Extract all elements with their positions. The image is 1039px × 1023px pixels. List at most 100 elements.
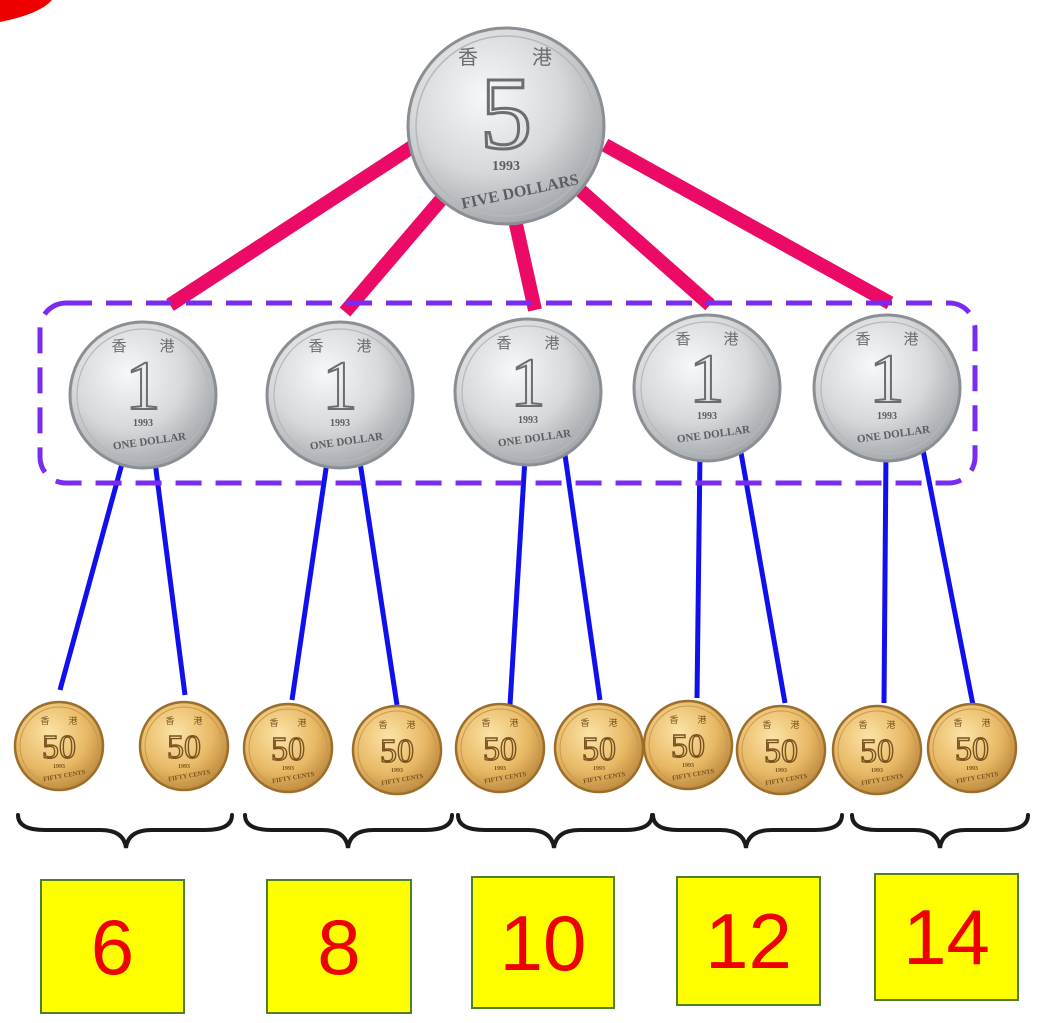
pink-line-5	[601, 138, 894, 310]
fifty-coin-char: 香	[481, 718, 490, 728]
one-coin-char: 港	[903, 331, 918, 348]
fifty-cent-coin: 香港501993FIFTY CENTS	[553, 702, 645, 794]
one-dollar-coin: 香港11993ONE DOLLAR	[632, 313, 782, 463]
fifty-coin-year: 1993	[593, 766, 605, 772]
fifty-coin-char: 香	[953, 718, 962, 728]
fifty-coin-char: 港	[886, 719, 895, 730]
fifty-cent-coin: 香港501993FIFTY CENTS	[831, 704, 923, 796]
fifty-coin-char: 港	[68, 715, 77, 726]
fifty-coin-char: 港	[509, 717, 518, 728]
fifty-coin-char: 香	[580, 718, 589, 728]
one-coin-numeral: 1	[126, 348, 161, 425]
one-coin-char: 港	[544, 335, 559, 352]
fifty-coin-numeral: 50	[271, 731, 305, 768]
count-box-5: 14	[874, 873, 1019, 1001]
fifty-coin-year: 1993	[178, 764, 190, 770]
fifty-coin-numeral: 50	[380, 733, 414, 770]
blue-line-7	[694, 451, 703, 699]
one-coin-char: 香	[855, 331, 870, 348]
one-coin-year: 1993	[518, 415, 538, 426]
one-coin-char: 港	[723, 331, 738, 348]
five-dollar-coin: 香 港 5 1993 FIVE DOLLARS	[406, 26, 606, 226]
blue-line-10	[919, 444, 976, 706]
count-box-1: 6	[40, 879, 185, 1014]
one-coin-char: 香	[111, 338, 126, 355]
one-coin-numeral: 1	[690, 341, 725, 418]
one-coin-year: 1993	[697, 411, 717, 422]
one-dollar-coin: 香港11993ONE DOLLAR	[453, 317, 603, 467]
brace-2	[243, 813, 454, 849]
one-coin-numeral: 1	[323, 348, 358, 425]
one-coin-year: 1993	[133, 418, 153, 429]
fifty-cent-coin: 香港501993FIFTY CENTS	[242, 702, 334, 794]
one-dollar-group-box	[37, 300, 978, 486]
one-coin-year: 1993	[330, 418, 350, 429]
one-dollar-coins: 香港11993ONE DOLLAR香港11993ONE DOLLAR香港1199…	[68, 313, 962, 470]
pink-line-1	[166, 139, 419, 311]
fifty-cent-coin: 香港501993FIFTY CENTS	[454, 702, 546, 794]
corner-accent-shape	[0, 0, 52, 22]
blue-line-3	[289, 461, 330, 701]
blue-line-9	[881, 449, 889, 704]
fifty-cent-coin: 香港501993FIFTY CENTS	[138, 700, 230, 792]
brace-1	[16, 813, 234, 849]
count-box-2: 8	[266, 879, 412, 1014]
one-dollar-coin: 香港11993ONE DOLLAR	[265, 320, 415, 470]
brace-5	[850, 813, 1030, 849]
one-dollar-coin: 香港11993ONE DOLLAR	[812, 313, 962, 463]
blue-connectors	[57, 444, 976, 706]
one-coin-char: 香	[496, 335, 511, 352]
five-coin-numeral: 5	[480, 56, 532, 171]
fifty-coin-char: 香	[858, 720, 867, 730]
fifty-coin-numeral: 50	[671, 728, 705, 765]
one-coin-char: 港	[159, 338, 174, 355]
fifty-coin-year: 1993	[966, 766, 978, 772]
pink-line-3	[508, 218, 542, 312]
fifty-cent-coins: 香港501993FIFTY CENTS香港501993FIFTY CENTS香港…	[13, 699, 1018, 796]
fifty-coin-char: 香	[378, 720, 387, 730]
fifty-coin-char: 港	[697, 714, 706, 725]
fifty-coin-char: 香	[762, 720, 771, 730]
one-coin-char: 香	[308, 338, 323, 355]
fifty-cent-coin: 香港501993FIFTY CENTS	[351, 704, 443, 796]
one-coin-year: 1993	[877, 411, 897, 422]
fifty-coin-year: 1993	[775, 768, 787, 774]
fifty-coin-numeral: 50	[764, 733, 798, 770]
fifty-coin-numeral: 50	[483, 731, 517, 768]
fifty-cent-coin: 香港501993FIFTY CENTS	[735, 704, 827, 796]
blue-line-2	[152, 461, 188, 696]
pair-braces	[16, 813, 1030, 849]
brace-4	[651, 813, 844, 849]
fifty-cent-coin: 香港501993FIFTY CENTS	[926, 702, 1018, 794]
blue-line-6	[562, 454, 603, 701]
fifty-coin-char: 港	[981, 717, 990, 728]
fifty-coin-char: 香	[40, 716, 49, 726]
five-coin-char-right: 港	[532, 46, 552, 69]
fifty-coin-numeral: 50	[582, 731, 616, 768]
fifty-coin-char: 港	[193, 715, 202, 726]
blue-line-1	[57, 459, 126, 691]
fifty-coin-char: 港	[790, 719, 799, 730]
fifty-coin-year: 1993	[391, 768, 403, 774]
pink-line-4	[575, 184, 715, 311]
five-coin-char-left: 香	[458, 46, 478, 69]
count-box-3: 10	[471, 876, 615, 1009]
fifty-coin-char: 香	[669, 715, 678, 725]
one-coin-char: 香	[675, 331, 690, 348]
fifty-coin-year: 1993	[682, 763, 694, 769]
fifty-coin-year: 1993	[282, 766, 294, 772]
brace-3	[456, 813, 654, 849]
fifty-coin-char: 港	[297, 717, 306, 728]
fifty-coin-char: 香	[165, 716, 174, 726]
one-dollar-coin: 香港11993ONE DOLLAR	[68, 320, 218, 470]
fifty-coin-numeral: 50	[167, 729, 201, 766]
blue-line-8	[737, 446, 788, 704]
fifty-coin-numeral: 50	[955, 731, 989, 768]
fifty-coin-char: 港	[406, 719, 415, 730]
fifty-coin-numeral: 50	[860, 733, 894, 770]
blue-line-4	[357, 461, 400, 706]
fifty-coin-year: 1993	[871, 768, 883, 774]
one-coin-char: 港	[356, 338, 371, 355]
